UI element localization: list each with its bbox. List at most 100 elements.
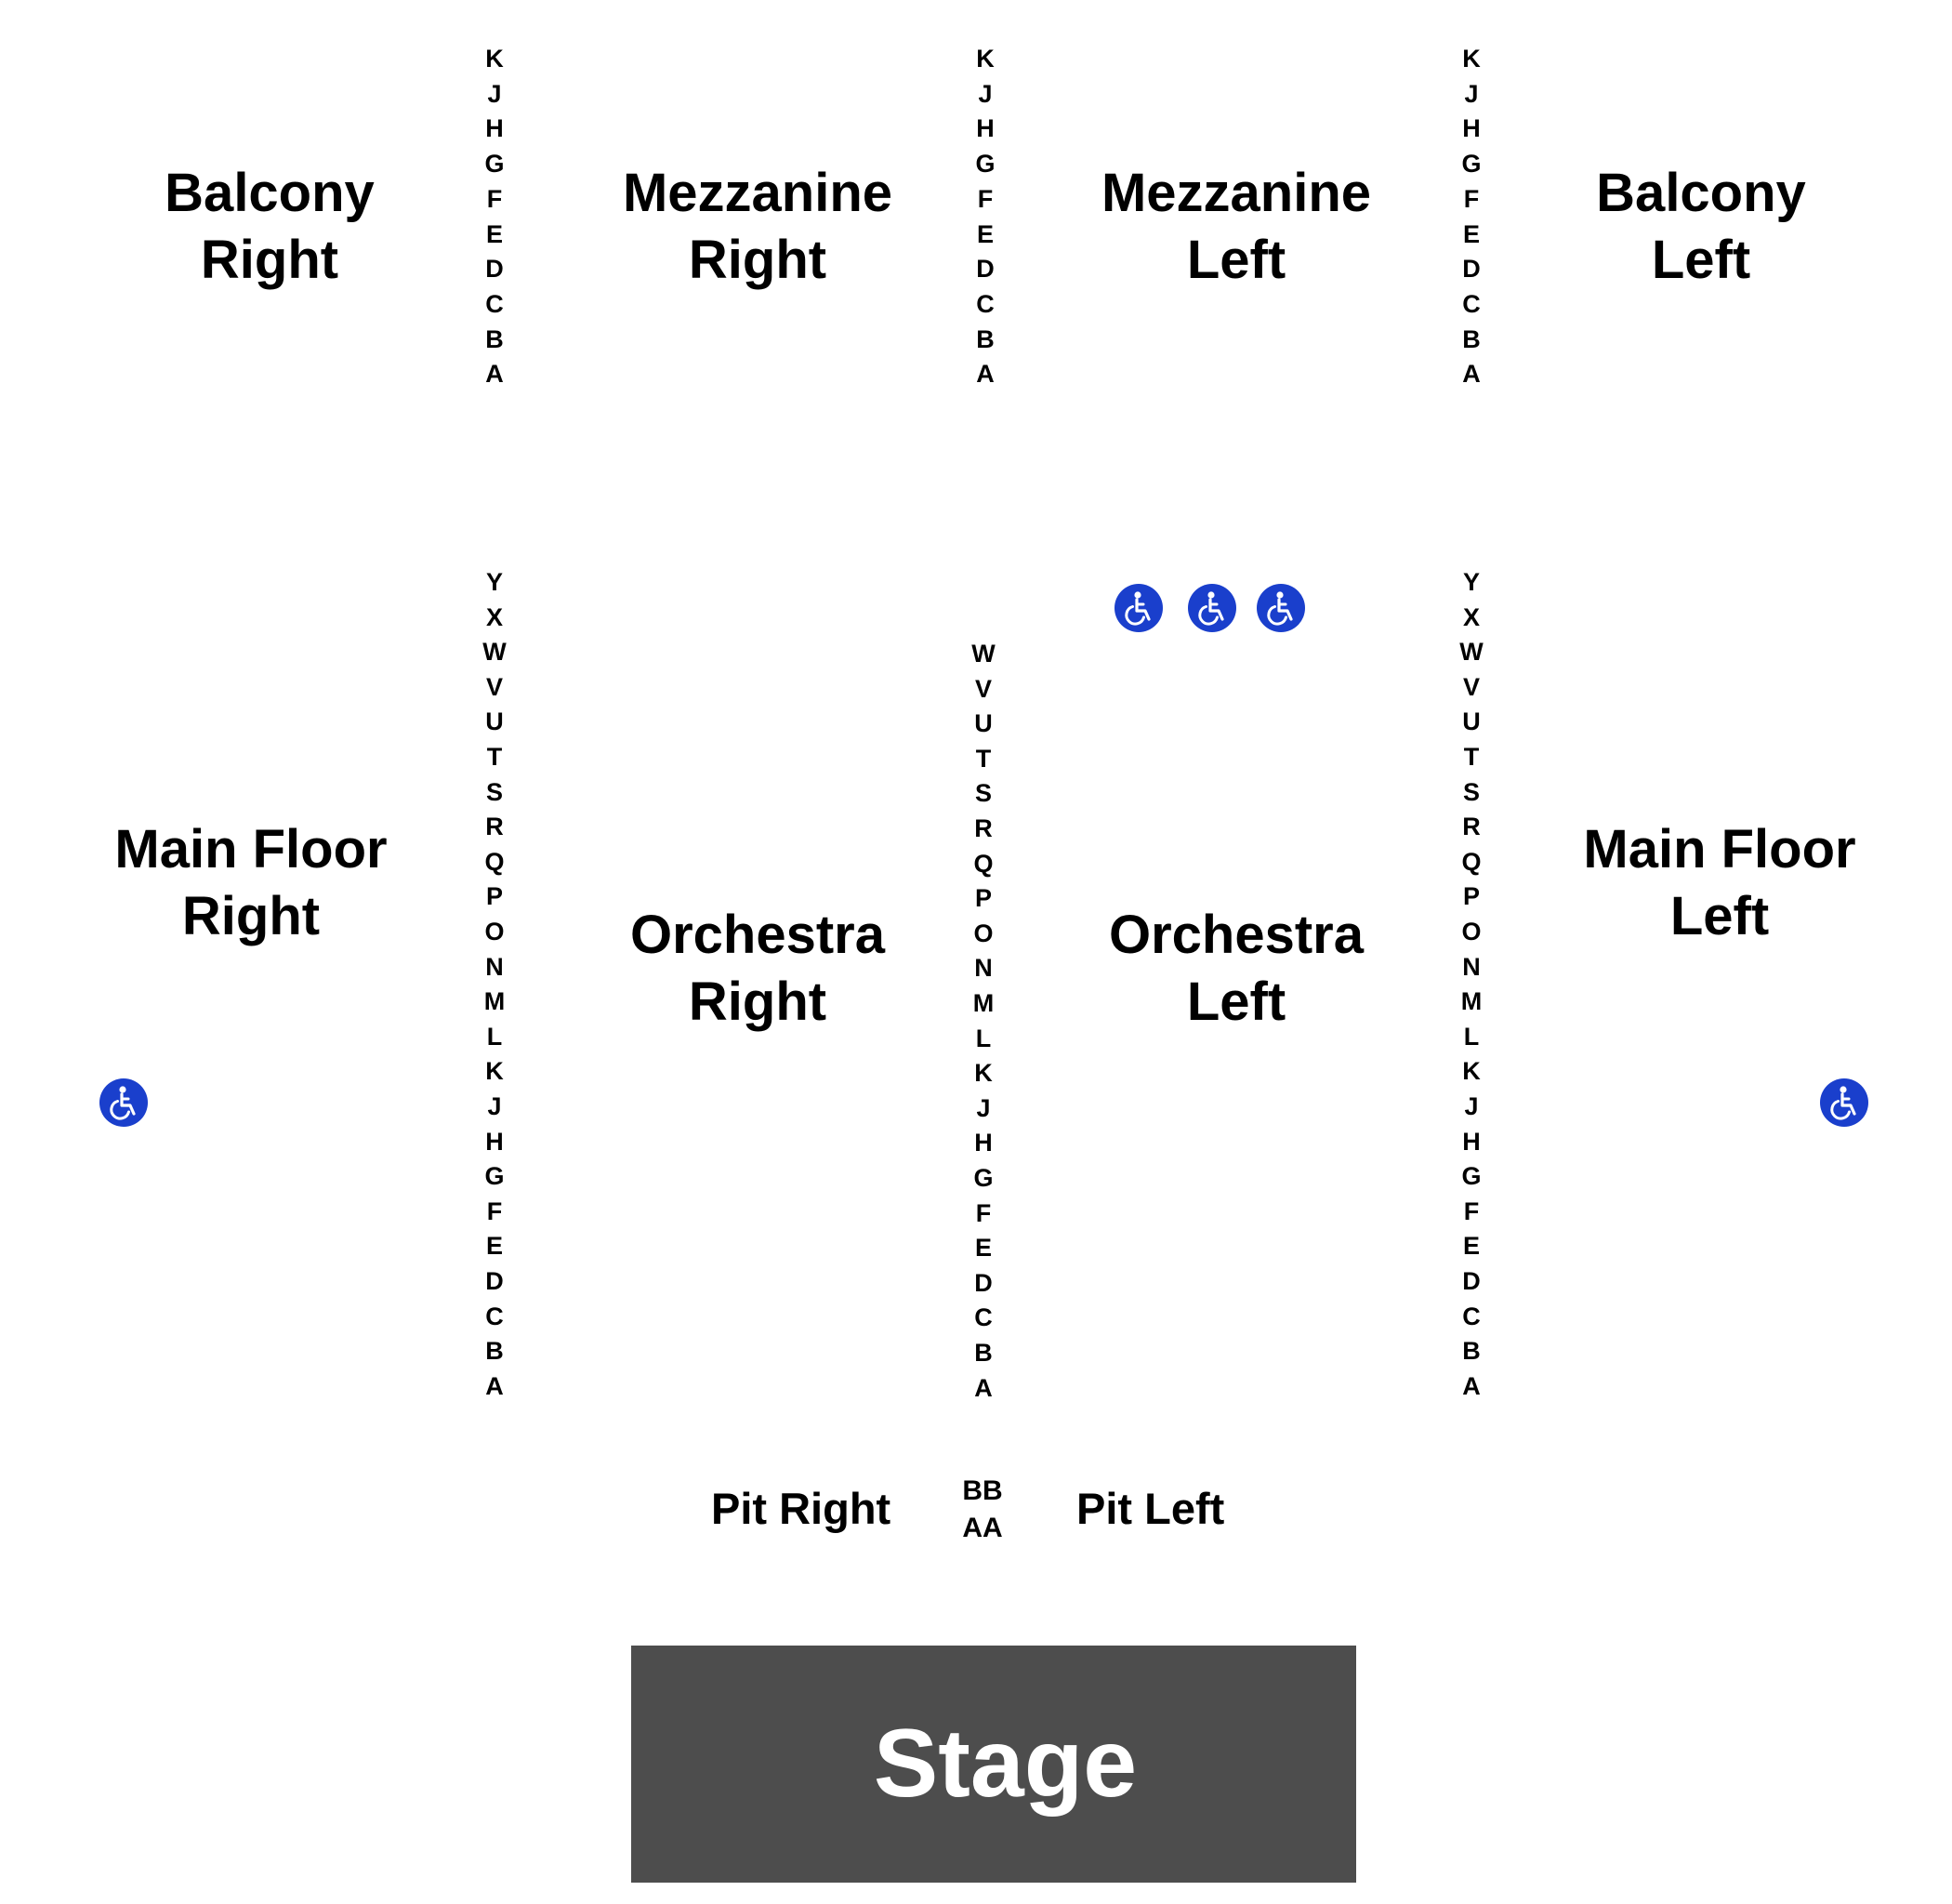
row-label: R bbox=[1462, 813, 1481, 841]
row-label: M bbox=[972, 989, 995, 1017]
row-label: K bbox=[485, 45, 504, 73]
row-label: Q bbox=[973, 849, 994, 878]
row-label: G bbox=[484, 150, 505, 178]
row-label: K bbox=[1462, 1057, 1481, 1086]
row-label: P bbox=[1462, 882, 1480, 911]
row-label: H bbox=[485, 1127, 504, 1156]
section-orchestra-left[interactable]: Orchestra Left bbox=[1108, 905, 1365, 1032]
row-label: A bbox=[485, 360, 504, 389]
row-label: N bbox=[1462, 952, 1481, 981]
row-label: B bbox=[485, 1337, 504, 1366]
section-balcony-right[interactable]: Balcony Right bbox=[165, 163, 375, 290]
row-label: S bbox=[1462, 777, 1480, 806]
row-label: V bbox=[1462, 672, 1480, 701]
row-label: Q bbox=[1461, 847, 1482, 876]
row-label: C bbox=[976, 289, 995, 318]
row-label: E bbox=[485, 1232, 503, 1261]
row-label: D bbox=[485, 1267, 504, 1295]
row-label: F bbox=[977, 184, 994, 213]
row-label: Y bbox=[1462, 568, 1480, 596]
row-label: W bbox=[1459, 638, 1484, 667]
row-label: F bbox=[1463, 184, 1480, 213]
row-label: B bbox=[976, 324, 995, 353]
row-label: K bbox=[485, 1057, 504, 1086]
row-label: S bbox=[974, 779, 992, 808]
row-label: B bbox=[1462, 1337, 1481, 1366]
section-pit-right[interactable]: Pit Right bbox=[711, 1484, 891, 1533]
row-label: V bbox=[485, 672, 503, 701]
row-label: E bbox=[1462, 1232, 1480, 1261]
row-label: C bbox=[485, 289, 504, 318]
row-label: F bbox=[486, 184, 503, 213]
row-label: D bbox=[1462, 255, 1481, 284]
row-label: A bbox=[974, 1373, 993, 1402]
row-label: O bbox=[1461, 918, 1482, 945]
row-label: V bbox=[974, 674, 992, 703]
row-label: K bbox=[1462, 45, 1481, 73]
wheelchair-icon bbox=[1114, 584, 1163, 632]
row-label: G bbox=[1461, 1162, 1482, 1191]
row-label: K bbox=[974, 1059, 993, 1088]
row-label: A bbox=[485, 1371, 504, 1400]
row-label: Q bbox=[484, 847, 505, 876]
section-mezzanine-left[interactable]: Mezzanine Left bbox=[1101, 163, 1372, 290]
row-label: D bbox=[1462, 1267, 1481, 1295]
row-label: M bbox=[483, 987, 506, 1016]
row-label: L bbox=[975, 1024, 992, 1052]
section-pit-left[interactable]: Pit Left bbox=[1076, 1484, 1225, 1533]
row-label: T bbox=[1463, 743, 1480, 771]
row-label: D bbox=[976, 255, 995, 284]
wheelchair-icon bbox=[1257, 584, 1305, 632]
stage-label: Stage bbox=[873, 1710, 1138, 1818]
row-label: H bbox=[976, 114, 995, 143]
row-label: E bbox=[1462, 219, 1480, 248]
row-label: W bbox=[482, 638, 507, 667]
row-label: F bbox=[1463, 1197, 1480, 1225]
row-label: Y bbox=[485, 568, 503, 596]
row-label: L bbox=[486, 1022, 503, 1051]
row-label: H bbox=[485, 114, 504, 143]
row-label: BB bbox=[962, 1475, 1003, 1506]
row-label: C bbox=[974, 1303, 993, 1332]
row-label: T bbox=[975, 744, 992, 773]
row-label: P bbox=[974, 884, 992, 913]
row-label: N bbox=[974, 954, 993, 983]
row-label: R bbox=[974, 814, 993, 842]
row-label: U bbox=[974, 709, 993, 738]
row-label: K bbox=[976, 45, 995, 73]
row-label: W bbox=[971, 640, 996, 668]
row-label: C bbox=[485, 1302, 504, 1330]
row-label: G bbox=[1461, 150, 1482, 178]
row-label: B bbox=[974, 1339, 993, 1367]
row-label: H bbox=[1462, 1127, 1481, 1156]
section-balcony-left[interactable]: Balcony Left bbox=[1596, 163, 1806, 290]
wheelchair-icon bbox=[1188, 584, 1236, 632]
row-label: E bbox=[976, 219, 994, 248]
section-mezzanine-right[interactable]: Mezzanine Right bbox=[622, 163, 893, 290]
section-main-floor-right[interactable]: Main Floor Right bbox=[114, 819, 388, 946]
row-label: G bbox=[973, 1164, 994, 1192]
stage: Stage bbox=[631, 1646, 1356, 1883]
row-label: H bbox=[1462, 114, 1481, 143]
row-label: G bbox=[484, 1162, 505, 1191]
row-label: R bbox=[485, 813, 504, 841]
row-label: O bbox=[973, 919, 994, 947]
row-label: F bbox=[486, 1197, 503, 1225]
row-label: J bbox=[487, 79, 502, 108]
row-label: L bbox=[1463, 1022, 1480, 1051]
row-label: N bbox=[485, 952, 504, 981]
row-label: D bbox=[485, 255, 504, 284]
row-label: C bbox=[1462, 289, 1481, 318]
row-label: U bbox=[1462, 707, 1481, 736]
row-label: S bbox=[485, 777, 503, 806]
row-label: J bbox=[487, 1092, 502, 1120]
row-label: X bbox=[485, 602, 503, 631]
row-label: E bbox=[974, 1234, 992, 1263]
section-orchestra-right[interactable]: Orchestra Right bbox=[629, 905, 886, 1032]
pit-row-labels: BB AA bbox=[945, 1473, 1020, 1547]
row-label: O bbox=[484, 918, 505, 945]
row-label: B bbox=[485, 324, 504, 353]
section-main-floor-left[interactable]: Main Floor Left bbox=[1583, 819, 1856, 946]
row-label: F bbox=[975, 1198, 992, 1227]
row-label: U bbox=[485, 707, 504, 736]
